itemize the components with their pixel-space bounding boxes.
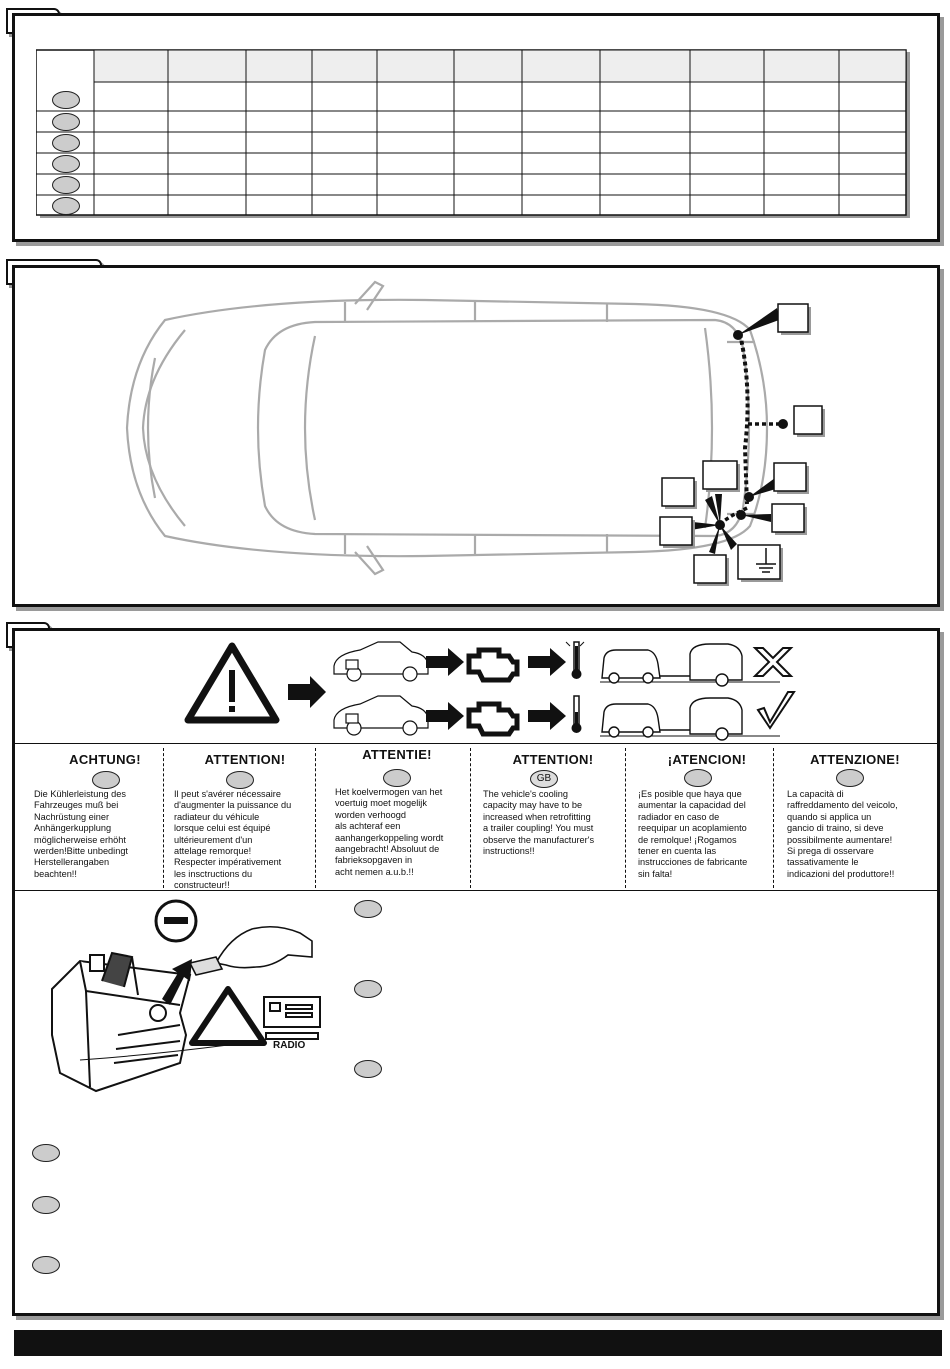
table-row-oval-1: [52, 91, 80, 109]
radio-label: RADIO: [273, 1040, 306, 1051]
car-wiring-diagram: [125, 280, 825, 586]
table-row-oval-2: [52, 113, 80, 131]
warning-fr: ATTENTION! Il peut s'avérer nécessaire d…: [170, 752, 320, 890]
note-oval-4: [32, 1144, 60, 1162]
note-oval-6: [32, 1256, 60, 1274]
warning-it: ATTENZIONE! La capacità di raffreddament…: [780, 752, 930, 879]
warning-heading: ATTENTION!: [512, 752, 594, 767]
table-row-oval-3: [52, 134, 80, 152]
arrow-icon: [162, 959, 192, 1005]
table-row-oval-4: [52, 155, 80, 173]
cross-mark-icon: [752, 647, 794, 677]
check-mark-icon: [756, 691, 796, 730]
thermometer-icon: [565, 641, 585, 679]
cooling-warning-illustration: [184, 641, 796, 741]
car-top-view-icon: [125, 280, 769, 576]
warning-de: ACHTUNG! Die Kühlerleistung des Fahrzeug…: [30, 752, 180, 879]
note-oval-3: [354, 1060, 382, 1078]
minus-terminal-icon: [154, 899, 198, 943]
warning-heading: ¡ATENCION!: [667, 752, 747, 767]
note-oval-1: [354, 900, 382, 918]
battery-disconnect-illustration: [51, 899, 321, 1093]
ground-symbol-icon: [756, 548, 776, 573]
warning-text: Het koelvermogen van het voertuig moet m…: [335, 787, 444, 877]
warning-en: ATTENTION! GB The vehicle's cooling capa…: [478, 752, 628, 856]
language-oval-it: [836, 769, 864, 787]
engine-icon: [466, 647, 520, 683]
note-oval-5: [32, 1196, 60, 1214]
table-row-oval-6: [52, 197, 80, 215]
warning-es: ¡ATENCION! ¡Es posible que haya que aume…: [632, 752, 782, 879]
battery-icon: [51, 951, 192, 1093]
hand-wrench-icon: [188, 925, 313, 976]
warning-text: ¡Es posible que haya que aumentar la cap…: [638, 789, 748, 879]
language-oval-gb: GB: [530, 770, 558, 788]
warning-text: The vehicle's cooling capacity may have …: [483, 789, 595, 857]
warning-strip: [12, 743, 937, 891]
warning-heading: ATTENTION!: [204, 752, 286, 767]
language-oval-es: [684, 769, 712, 787]
table-row-oval-5: [52, 176, 80, 194]
warning-nl: ATTENTIE! Het koelvermogen van het voert…: [322, 747, 472, 877]
warning-triangle-icon: [189, 986, 267, 1046]
note-oval-2: [354, 980, 382, 998]
warning-text: Il peut s'avérer nécessaire d'augmenter …: [174, 789, 292, 891]
warning-heading: ATTENZIONE!: [810, 752, 900, 767]
footer-bar: [14, 1330, 942, 1356]
warning-text: Die Kühlerleistung des Fahrzeuges muß be…: [34, 789, 128, 879]
warning-heading: ACHTUNG!: [69, 752, 141, 767]
warning-heading: ATTENTIE!: [362, 747, 432, 762]
arrow-right-icon: [288, 676, 326, 708]
language-oval-nl: [383, 769, 411, 787]
compatibility-table: [36, 49, 910, 218]
language-oval-de: [92, 771, 120, 789]
radio-icon: [263, 996, 321, 1040]
warning-text: La capacità di raffreddamento del veicol…: [787, 789, 898, 879]
warning-triangle-icon: [184, 642, 280, 724]
language-oval-fr: [226, 771, 254, 789]
